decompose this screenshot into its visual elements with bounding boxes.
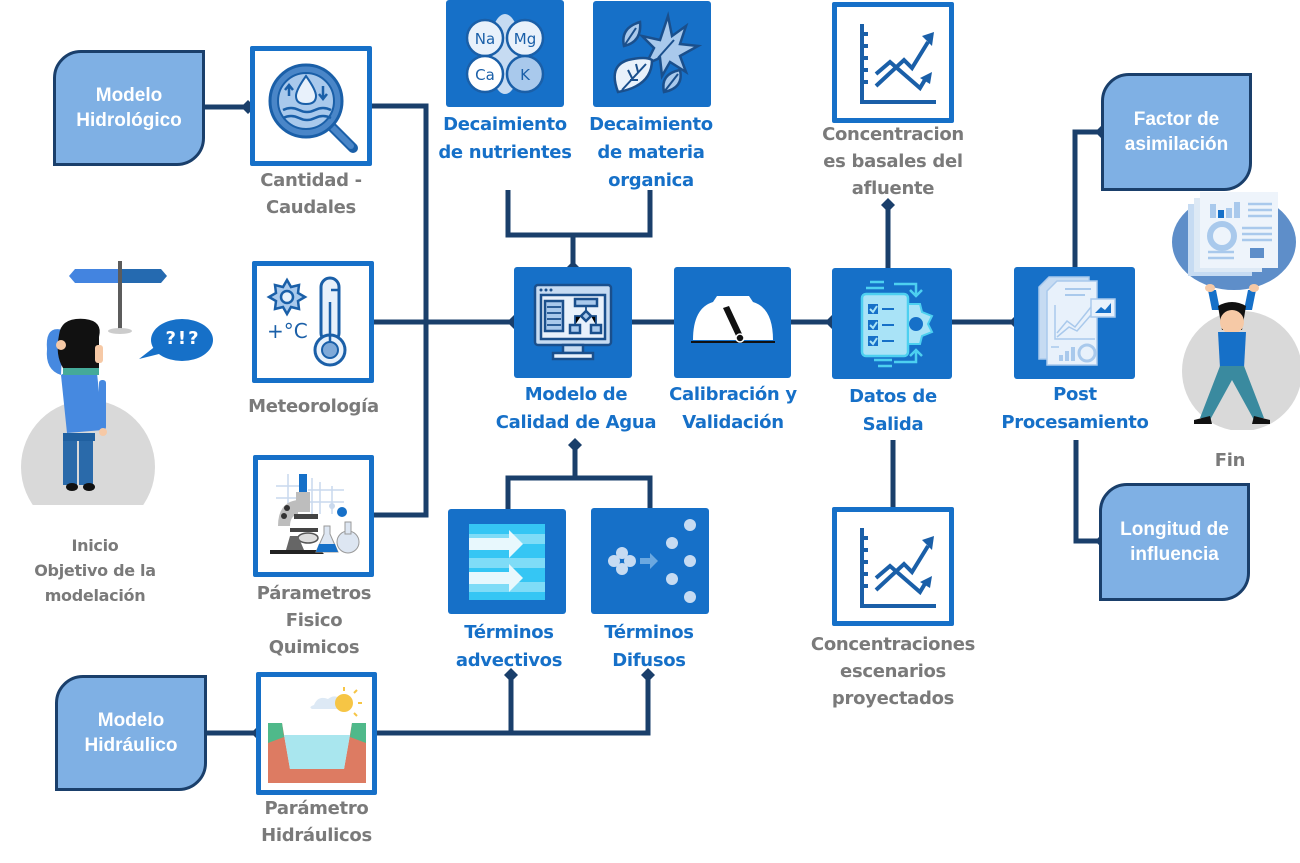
- connector-decaimiento-bracket: [505, 190, 653, 238]
- svg-text:K: K: [520, 66, 531, 84]
- nutrientes-label: Decaimiento de nutrientes: [438, 114, 572, 163]
- caudales-label: Cantidad - Caudales: [260, 170, 362, 218]
- basales-label: Concentracion es basales del afluente: [822, 124, 964, 199]
- escenarios-node[interactable]: [832, 507, 954, 626]
- fisicoquimicos-label: Párametros Fisico Quimicos: [256, 583, 372, 658]
- connector-post-factor: [1072, 129, 1102, 268]
- report-charts-icon: [1037, 276, 1116, 366]
- nutrients-elements-icon: Na Mg Ca K: [465, 13, 545, 94]
- hidraulicos-label: Parámetro Hidráulicos: [261, 798, 372, 846]
- checklist-gear-icon: [860, 280, 934, 367]
- post-label: Post Procesamiento: [1001, 384, 1149, 433]
- channel-cross-section-icon: [267, 686, 366, 783]
- post-node[interactable]: [1014, 267, 1135, 379]
- temperature-text: +°C: [267, 319, 308, 343]
- svg-text:Ca: Ca: [475, 66, 495, 84]
- particle-diffusion-icon: [608, 519, 696, 603]
- connector-parametro-terminos: [376, 675, 651, 736]
- basales-node[interactable]: [832, 2, 954, 123]
- modelo-hidraulico-box[interactable]: Modelo Hidráulico: [55, 675, 207, 791]
- modelo-calidad-node[interactable]: [514, 267, 632, 378]
- connector-caudales-trunk: [372, 103, 429, 518]
- start-node[interactable]: ?!? Inicio Objetivo de la modelación: [15, 255, 225, 605]
- caudales-node[interactable]: [250, 46, 372, 166]
- line-chart-icon: [860, 23, 936, 104]
- svg-text:Mg: Mg: [514, 30, 536, 48]
- difusos-node[interactable]: [591, 508, 709, 614]
- gauge-icon: [690, 295, 775, 343]
- person-holding-report-icon: [1172, 192, 1300, 431]
- meteorologia-node[interactable]: +°C: [252, 261, 374, 383]
- start-label: Inicio Objetivo de la modelación: [34, 536, 156, 605]
- materia-node[interactable]: [593, 1, 711, 107]
- computer-flowchart-icon: [533, 283, 613, 360]
- meteorologia-label: Meteorología: [248, 396, 379, 417]
- speech-bubble-text: ?!?: [165, 328, 201, 349]
- confused-person-signpost-icon: [21, 261, 167, 505]
- nutrientes-node[interactable]: Na Mg Ca K: [446, 0, 564, 107]
- modelo-calidad-label: Modelo de Calidad de Agua: [495, 384, 657, 433]
- calibracion-node[interactable]: [674, 267, 791, 378]
- water-flow-arrows-icon: [469, 523, 545, 600]
- connector-terminos-bracket: [505, 475, 653, 510]
- water-magnifier-icon: [268, 63, 358, 153]
- leaves-icon: [613, 11, 702, 94]
- end-node[interactable]: Fin: [1160, 190, 1300, 480]
- speech-bubble: ?!?: [137, 317, 215, 365]
- datos-salida-label: Datos de Salida: [849, 386, 937, 435]
- modelo-hidrologico-box[interactable]: Modelo Hidrológico: [53, 50, 205, 166]
- datos-salida-node[interactable]: [832, 268, 952, 379]
- materia-label: Decaimiento de materia organica: [589, 114, 713, 191]
- factor-asimilacion-box[interactable]: Factor de asimilación: [1101, 73, 1252, 191]
- end-label: Fin: [1214, 450, 1246, 471]
- sun-thermometer-icon: +°C: [266, 276, 347, 367]
- microscope-lab-icon: [269, 474, 359, 554]
- calibracion-label: Calibración y Validación: [669, 384, 797, 433]
- connector-post-longitud: [1073, 440, 1102, 544]
- fisicoquimicos-node[interactable]: [253, 455, 374, 577]
- advectivos-label: Términos advectivos: [455, 622, 563, 671]
- arrow-diamond: [568, 438, 582, 452]
- escenarios-label: Concentraciones escenarios proyectados: [810, 634, 976, 709]
- line-chart-icon: [860, 527, 936, 608]
- hidraulicos-node[interactable]: [256, 672, 377, 795]
- longitud-influencia-box[interactable]: Longitud de influencia: [1099, 483, 1250, 601]
- advectivos-node[interactable]: [448, 509, 566, 614]
- svg-text:Na: Na: [475, 30, 495, 48]
- difusos-label: Términos Difusos: [604, 622, 694, 671]
